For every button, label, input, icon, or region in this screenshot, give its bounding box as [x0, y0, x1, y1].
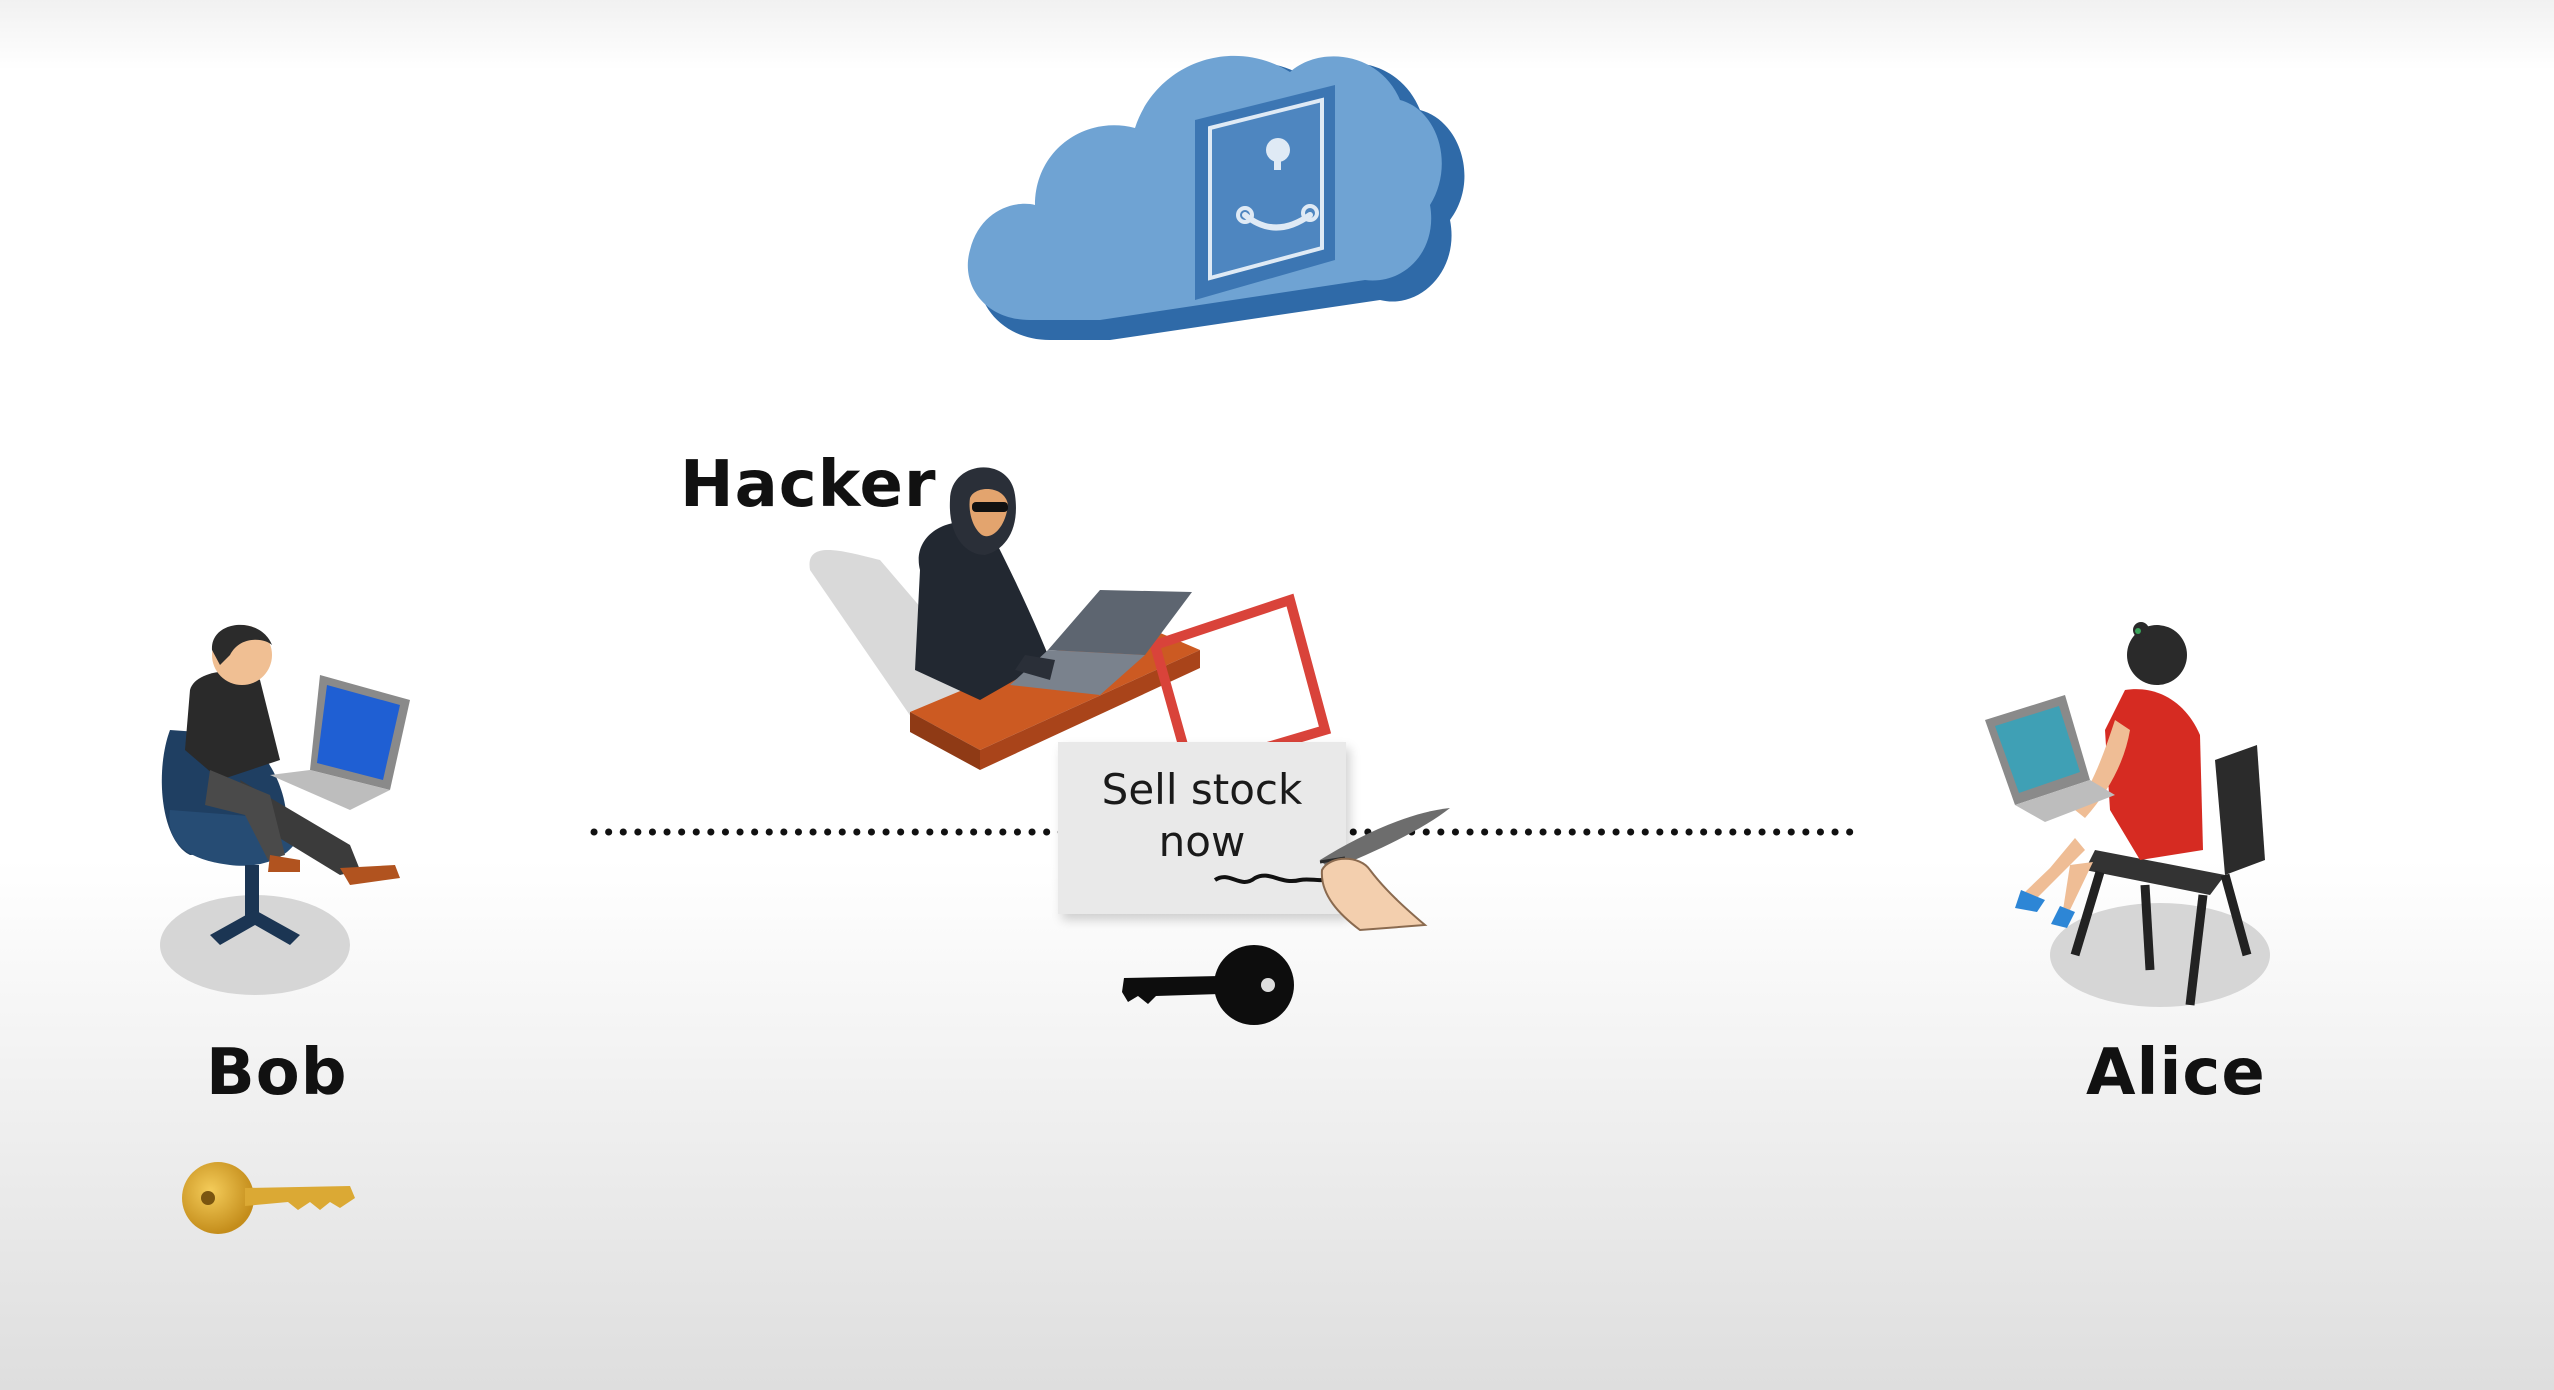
- quill-signature-icon: [1213, 808, 1450, 932]
- alice-figure: [1985, 622, 2270, 1007]
- message-line-2: now: [1158, 817, 1246, 866]
- hacker-label: Hacker: [680, 448, 937, 522]
- message-line-1: Sell stock: [1101, 765, 1303, 814]
- frame-icon: [1148, 593, 1332, 777]
- signed-message: Sell stock now: [1058, 742, 1346, 914]
- hacker-figure: [809, 467, 1332, 777]
- cloud-vault-icon: [967, 55, 1465, 341]
- bob-figure: [160, 624, 410, 995]
- gold-key-icon: [182, 1162, 355, 1234]
- black-key-icon: [1122, 945, 1294, 1025]
- bob-label: Bob: [206, 1036, 348, 1110]
- alice-label: Alice: [2086, 1036, 2266, 1110]
